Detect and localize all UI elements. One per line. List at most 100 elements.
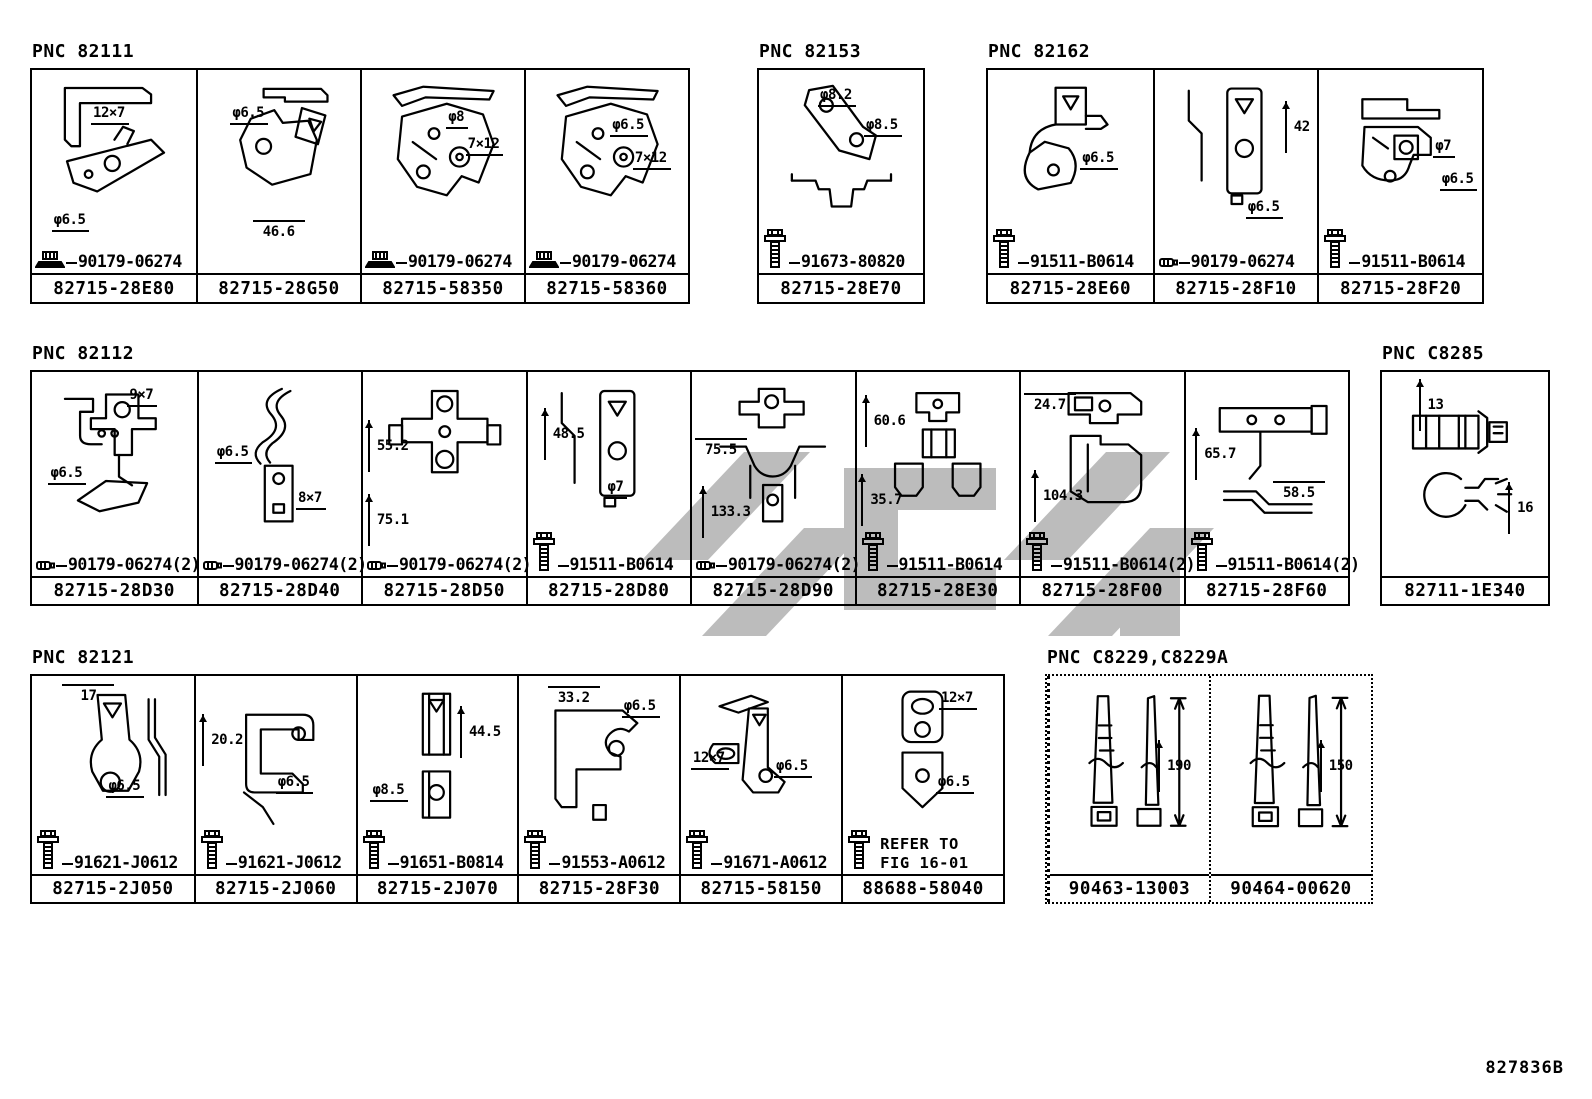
pnc-label: PNC 82153 [759, 41, 862, 62]
fastener-row: 90179-06274 [34, 250, 195, 273]
part-drawing: φ6.5 8×7 90179-06274(2) [199, 372, 367, 578]
pnc-label: PNC 82111 [32, 41, 135, 62]
pnc-label: PNC 82162 [988, 41, 1091, 62]
part-sketch [1411, 410, 1512, 519]
bolt-icon [532, 531, 555, 571]
part-number: 90464-00620 [1211, 874, 1371, 902]
part-number: 82715-58360 [526, 273, 688, 302]
fastener-part-number: 90179-06274 [1190, 251, 1295, 271]
part-sketch [421, 692, 452, 819]
part-cell: φ6.5 8×7 90179-06274(2)82715-28D40 [196, 372, 367, 604]
leader-line [222, 565, 234, 567]
part-number: 82715-28G50 [198, 273, 360, 302]
fastener-part-number: 91673-80820 [801, 251, 905, 271]
dimension-label: 8×7 [296, 490, 326, 510]
fastener-part-number: 91651-B0814 [399, 852, 504, 872]
fastener-part-number: 90179-06274(2) [399, 554, 532, 574]
fastener-row: 91671-A0612 [684, 829, 840, 874]
fastener-part-number: 91511-B0614(2) [1063, 554, 1196, 574]
part-sketch [392, 85, 496, 197]
dimension-label: φ8.5 [370, 782, 409, 802]
part-number: 82715-58350 [362, 273, 524, 302]
dimension-label: 48.5 [540, 408, 585, 442]
part-drawing: 150 [1211, 676, 1371, 876]
part-number: 82715-28E80 [32, 273, 196, 302]
dimension-label: φ6.5 [48, 465, 87, 485]
dimension-label: 13 [1415, 379, 1444, 413]
nut-small-icon [202, 560, 222, 570]
fastener-part-number: 91621-J0612 [74, 852, 178, 872]
fastener-part-number: 90179-06274 [572, 251, 676, 271]
part-number: 82715-28D40 [198, 576, 361, 604]
part-number: 82715-28E60 [988, 273, 1153, 302]
nut-icon [364, 250, 396, 268]
part-number: 82715-28F60 [1185, 576, 1348, 604]
part-number: 82715-28F20 [1319, 273, 1482, 302]
part-number: 88688-58040 [843, 874, 1003, 902]
fastener-part-number: 90179-06274 [408, 251, 512, 271]
part-sketch [893, 392, 982, 497]
dimension-label: 75.5 [705, 438, 737, 458]
part-number: 82715-28E30 [856, 576, 1019, 604]
dimension-label: φ8 [446, 109, 469, 130]
fastener-row: 91651-B0814 [361, 829, 517, 874]
dimension-label: φ6.5 [51, 212, 90, 232]
dimension-label: φ6.5 [774, 758, 812, 778]
dimension-label: 20.2 [199, 715, 243, 748]
fastener-row: 90179-06274(2) [202, 556, 367, 576]
leader-line [66, 262, 77, 264]
pnc-label: PNC 82112 [32, 343, 135, 364]
dimension-label: 46.6 [263, 220, 295, 240]
fastener-row: 91673-80820 [762, 228, 922, 273]
leader-line [225, 863, 237, 865]
dimension-label: φ6.5 [1080, 150, 1118, 171]
part-sketch [1023, 86, 1109, 191]
dimension-label: 75.1 [364, 495, 409, 528]
fastener-row: 90179-06274 [1158, 251, 1317, 273]
dimension-label: 7×12 [632, 150, 671, 171]
leader-line [549, 863, 561, 865]
leader-line [387, 863, 399, 865]
fastener-row: 91621-J0612 [199, 829, 355, 874]
nut-small-icon [1158, 257, 1178, 267]
leader-line [711, 863, 723, 865]
dimension-label: φ6.5 [1439, 171, 1478, 191]
part-number: 82715-28F30 [519, 874, 680, 902]
dimension-label: 104.3 [1031, 470, 1083, 504]
dimension-label: φ6.5 [214, 444, 253, 465]
bolt-icon [993, 228, 1015, 268]
dimension-label: 65.7 [1192, 429, 1236, 462]
part-number: 82715-2J060 [195, 874, 356, 902]
bolt-icon [848, 829, 871, 869]
fastener-note-line: FIG 16-01 [880, 853, 969, 872]
dimension-label: φ6.5 [610, 117, 648, 138]
dimension-label: φ7 [605, 479, 628, 500]
bolt-icon [200, 829, 223, 869]
dimension-label: 42 [1281, 102, 1310, 135]
